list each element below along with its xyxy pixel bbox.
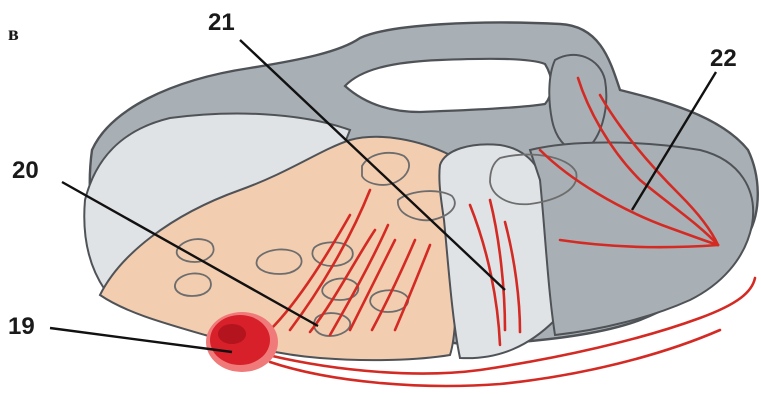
panel-letter: в — [8, 23, 19, 45]
central-column — [439, 144, 555, 358]
label-21: 21 — [208, 9, 235, 36]
label-22: 22 — [710, 45, 737, 72]
right-rear-lobe — [549, 55, 606, 151]
label-20: 20 — [12, 157, 39, 184]
label-19: 19 — [8, 313, 35, 340]
lymph-node — [206, 312, 278, 372]
